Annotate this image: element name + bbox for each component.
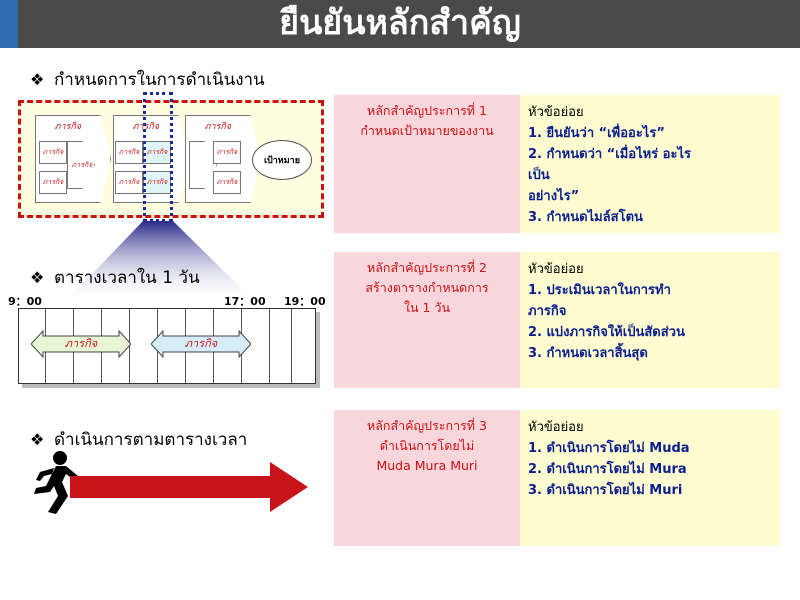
- subtopic-item: 2. แบ่งภารกิจให้เป็นสัดส่วน: [528, 325, 685, 340]
- subtopic-item: 1. ยืนยันว่า “เพื่ออะไร”: [528, 126, 665, 141]
- subtopic-item: 2. ดำเนินการโดยไม่ Mura: [528, 462, 687, 477]
- time-mid: 17：00: [224, 295, 266, 308]
- task-box: ภารกิจ: [213, 141, 241, 164]
- bullet-daily-schedule: ❖ ตารางเวลาใน 1 วัน: [30, 264, 200, 291]
- page-title: ยืนยันหลักสำคัญ: [279, 3, 521, 43]
- task-box: ภารกิจ: [39, 141, 67, 164]
- arrow-head: [270, 462, 308, 512]
- diamond-bullet-icon: ❖: [30, 430, 45, 449]
- bullet-label: ดำเนินการตามตารางเวลา: [54, 430, 248, 450]
- bullet-label: ตารางเวลาใน 1 วัน: [54, 268, 200, 288]
- principle-3-subtopics: หัวข้อย่อย 1. ดำเนินการโดยไม่ Muda 2. ดำ…: [520, 410, 780, 546]
- time-start: 9：00: [8, 295, 42, 308]
- task-box: ภารกิจ: [115, 141, 143, 164]
- subtopic-item: 1. ประเมินเวลาในการทำ ภารกิจ: [528, 283, 671, 319]
- subtopic-item: 1. ดำเนินการโดยไม่ Muda: [528, 441, 690, 456]
- task-block-arrow: [31, 329, 131, 359]
- phase-label: ภารกิจ: [54, 122, 82, 132]
- subtopic-heading: หัวข้อย่อย: [528, 420, 584, 435]
- principle-2-panel: หลักสำคัญประการที่ 2 สร้างตารางกำหนดการ …: [334, 252, 520, 388]
- principle-1-title: หลักสำคัญประการที่ 1 กำหนดเป้าหมายของงาน: [360, 103, 494, 138]
- task-arrow-label: ภารกิจ: [71, 161, 93, 169]
- goal-circle: เป้าหมาย: [252, 140, 312, 180]
- subtopic-item: 2. กำหนดว่า “เมื่อไหร่ อะไร เป็น อย่างไร…: [528, 147, 691, 204]
- subtopic-item: 3. กำหนดเวลาสิ้นสุด: [528, 346, 648, 361]
- principle-2-subtopics: หัวข้อย่อย 1. ประเมินเวลาในการทำ ภารกิจ …: [520, 252, 780, 388]
- bullet-label: กำหนดการในการดำเนินงาน: [54, 70, 265, 90]
- principle-1-subtopics: หัวข้อย่อย 1. ยืนยันว่า “เพื่ออะไร” 2. ก…: [520, 95, 780, 233]
- task-block-label: ภารกิจ: [64, 337, 98, 350]
- runner-icon: [34, 451, 78, 514]
- task-box: ภารกิจ: [115, 171, 143, 194]
- principle-2-title: หลักสำคัญประการที่ 2 สร้างตารางกำหนดการ …: [365, 260, 489, 315]
- task-block-label: ภารกิจ: [184, 337, 218, 350]
- title-accent: [0, 0, 18, 48]
- subtopic-heading: หัวข้อย่อย: [528, 105, 584, 120]
- subtopic-heading: หัวข้อย่อย: [528, 262, 584, 277]
- principle-3-title: หลักสำคัญประการที่ 3 ดำเนินการโดยไม่ Mud…: [367, 418, 487, 473]
- subtopic-item: 3. กำหนดไมล์สโตน: [528, 210, 643, 225]
- zoom-connector: [70, 221, 250, 297]
- subtopic-item: 3. ดำเนินการโดยไม่ Muri: [528, 483, 683, 498]
- arrow-right-icon: [70, 476, 282, 498]
- diamond-bullet-icon: ❖: [30, 268, 45, 287]
- diamond-bullet-icon: ❖: [30, 70, 45, 89]
- principle-1-panel: หลักสำคัญประการที่ 1 กำหนดเป้าหมายของงาน: [334, 95, 520, 233]
- timeline-grid: ภารกิจ ภารกิจ: [18, 308, 316, 384]
- bullet-schedule: ❖ กำหนดการในการดำเนินงาน: [30, 66, 265, 93]
- principle-3-panel: หลักสำคัญประการที่ 3 ดำเนินการโดยไม่ Mud…: [334, 410, 520, 546]
- task-box: ภารกิจ: [39, 171, 67, 194]
- task-block-arrow: [151, 329, 251, 359]
- time-end: 19：00: [284, 295, 326, 308]
- bullet-execute: ❖ ดำเนินการตามตารางเวลา: [30, 426, 247, 453]
- highlight-box: [143, 92, 173, 222]
- task-box: ภารกิจ: [213, 171, 241, 194]
- title-bar: [0, 0, 800, 48]
- phase-label: ภารกิจ: [204, 122, 232, 132]
